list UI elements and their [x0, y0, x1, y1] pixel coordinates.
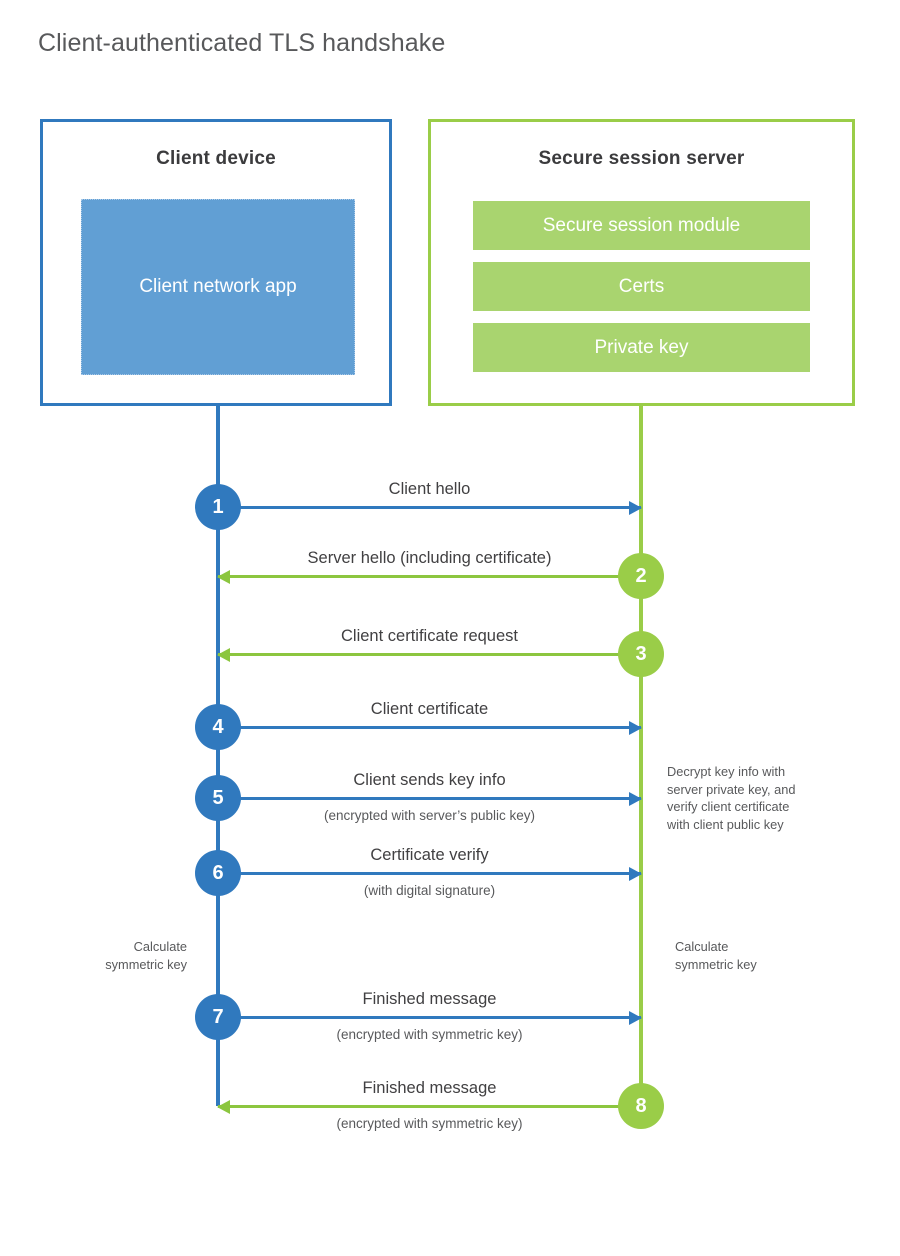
step-circle-3: 3 [618, 631, 664, 677]
step-circle-2: 2 [618, 553, 664, 599]
step-circle-4: 4 [195, 704, 241, 750]
message-line [218, 653, 641, 656]
server-lifeline [639, 406, 643, 1106]
arrow-head-right-icon [629, 501, 642, 515]
message-label: Finished message [362, 1079, 497, 1097]
message-label: Client hello [388, 480, 471, 498]
message-sublabel: (encrypted with symmetric key) [336, 1027, 523, 1042]
arrow-head-right-icon [629, 867, 642, 881]
message-sublabel: (encrypted with server’s public key) [323, 808, 536, 823]
step-circle-6: 6 [195, 850, 241, 896]
secure-session-server-title: Secure session server [538, 148, 745, 169]
client-calculate-symmetric-key-note: Calculate symmetric key [105, 939, 187, 972]
message-label: Server hello (including certificate) [307, 549, 552, 567]
arrow-head-left-icon [217, 570, 230, 584]
arrow-head-right-icon [629, 721, 642, 735]
page-title: Client-authenticated TLS handshake [38, 29, 446, 57]
message-label: Client certificate request [341, 627, 518, 645]
server-module-list: Secure session module Certs Private key [473, 201, 810, 384]
message-label: Finished message [362, 990, 497, 1008]
server-module-item: Private key [473, 323, 810, 372]
client-device-title: Client device [156, 148, 276, 169]
message-line [218, 575, 641, 578]
arrow-head-right-icon [629, 1011, 642, 1025]
message-line [218, 1105, 641, 1108]
client-lifeline [216, 406, 220, 1106]
step-circle-1: 1 [195, 484, 241, 530]
client-network-app-label: Client network app [139, 276, 297, 297]
message-line [218, 797, 641, 800]
message-sublabel: (with digital signature) [363, 883, 496, 898]
step-circle-5: 5 [195, 775, 241, 821]
message-label: Certificate verify [370, 846, 489, 864]
server-calculate-symmetric-key-note: Calculate symmetric key [675, 939, 757, 972]
server-module-item: Secure session module [473, 201, 810, 250]
client-device-box: Client device Client network app [40, 119, 392, 406]
message-label: Client certificate [370, 700, 489, 718]
server-decrypt-note: Decrypt key info with server private key… [667, 764, 796, 832]
client-network-app-block: Client network app [81, 199, 355, 375]
message-line [218, 872, 641, 875]
arrow-head-left-icon [217, 1100, 230, 1114]
message-line [218, 726, 641, 729]
step-circle-7: 7 [195, 994, 241, 1040]
message-line [218, 506, 641, 509]
message-label: Client sends key info [353, 771, 506, 789]
arrow-head-right-icon [629, 792, 642, 806]
server-module-item: Certs [473, 262, 810, 311]
step-circle-8: 8 [618, 1083, 664, 1129]
arrow-head-left-icon [217, 648, 230, 662]
message-sublabel: (encrypted with symmetric key) [336, 1116, 523, 1131]
message-line [218, 1016, 641, 1019]
secure-session-server-box: Secure session server Secure session mod… [428, 119, 855, 406]
